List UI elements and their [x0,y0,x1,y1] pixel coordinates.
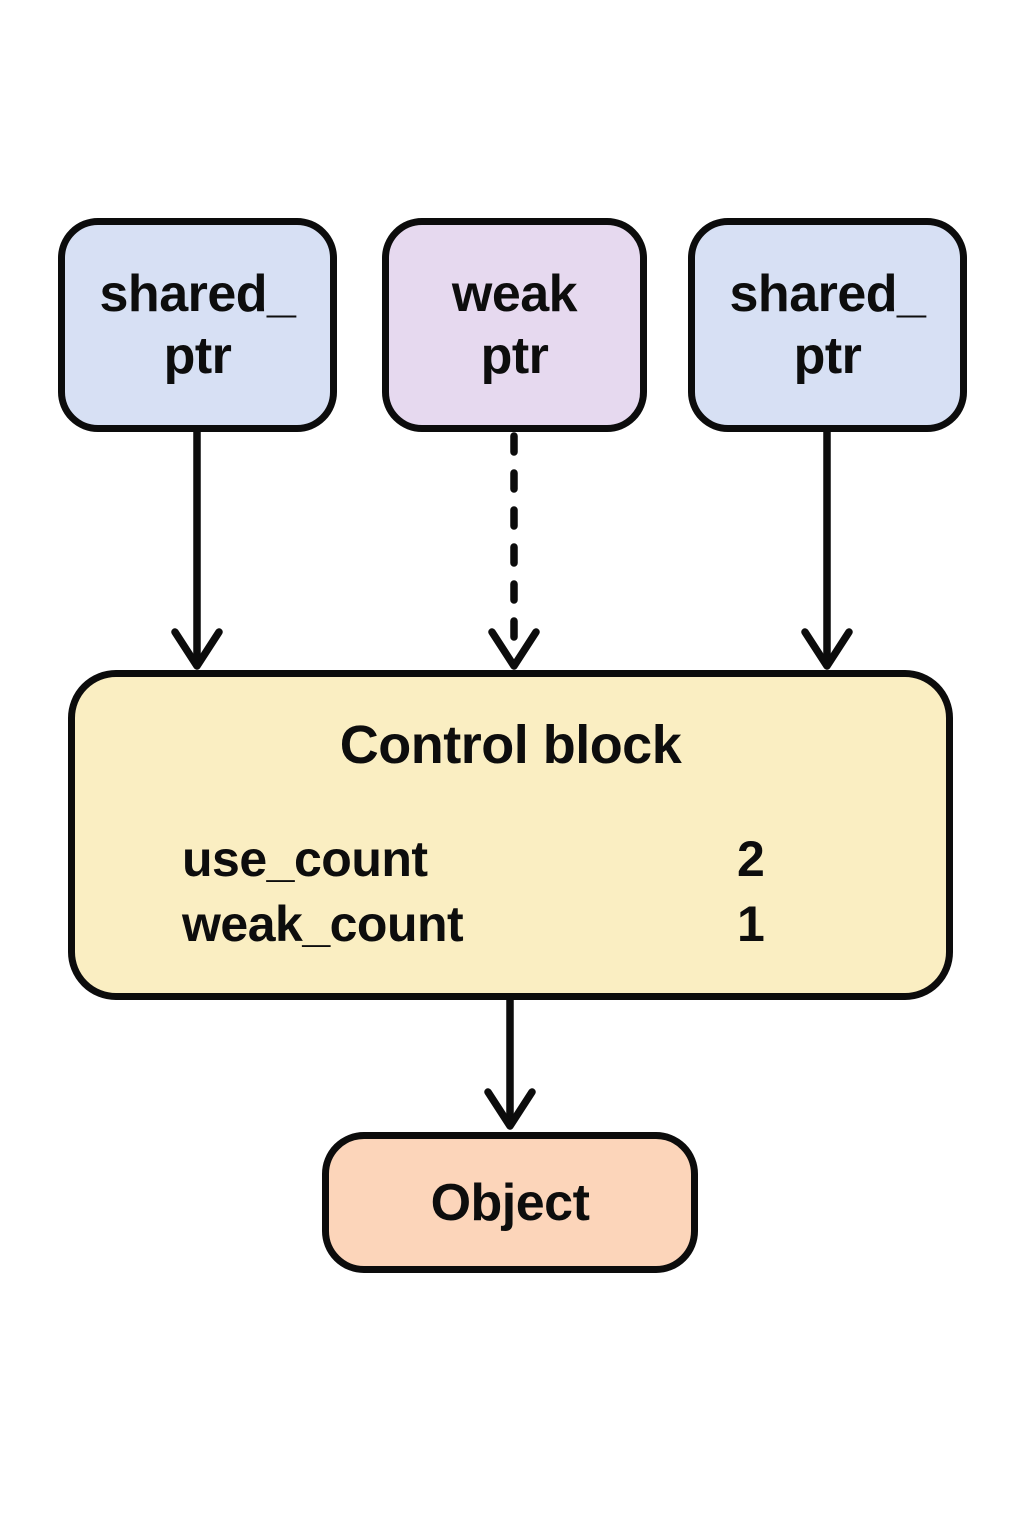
object-label: Object [430,1173,590,1232]
node-label-line: weak [451,265,578,323]
node-control-block: Control block use_count 2 weak_count 1 [68,670,953,1000]
edge-weak-to-control [488,432,540,670]
node-label-line: ptr [163,327,232,385]
node-object: Object [322,1132,698,1273]
use-count-label: use_count [182,831,428,887]
node-weak-ptr: weak ptr [382,218,647,432]
control-block-title: Control block [339,715,682,775]
weak-count-label: weak_count [182,896,464,952]
edge-shared-left-to-control [171,428,223,670]
node-shared-ptr-left: shared_ ptr [58,218,337,432]
edge-control-to-object [484,996,536,1130]
edge-shared-right-to-control [801,428,853,670]
use-count-value: 2 [737,831,765,887]
weak-count-value: 1 [737,896,765,952]
control-block-rows: use_count 2 weak_count 1 [75,827,946,957]
node-label-line: ptr [480,327,549,385]
node-label-line: shared_ [729,265,926,323]
node-shared-ptr-right: shared_ ptr [688,218,967,432]
node-label-line: ptr [793,327,862,385]
node-label-line: shared_ [99,265,296,323]
